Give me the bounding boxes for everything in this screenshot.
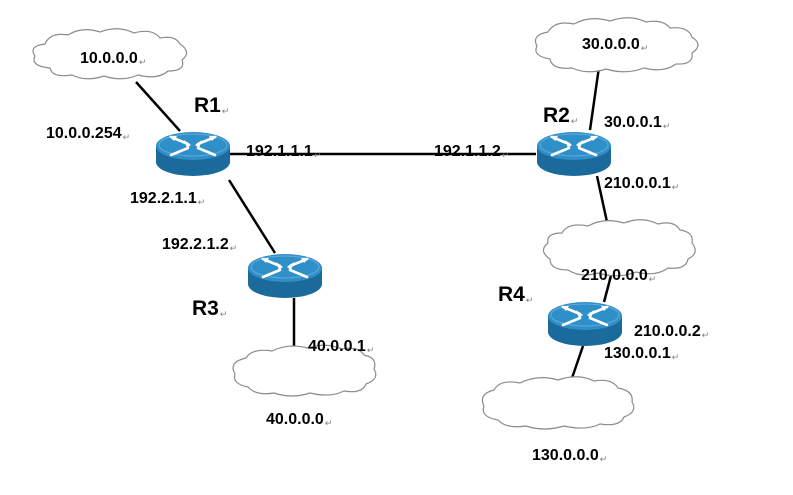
interface-r2-r1-label: 192.1.1.2↵ (434, 143, 510, 160)
interface-r4-lan-label: 130.0.0.1↵ (604, 345, 680, 362)
network-210-label: 210.0.0.0↵ (581, 267, 657, 284)
cloud-net-130 (481, 376, 635, 430)
router-r3-label: R3↵ (192, 297, 228, 320)
link-net210-r4 (602, 271, 614, 303)
interface-r2-lan-label: 30.0.0.1↵ (604, 114, 671, 131)
link-r1-r3 (227, 179, 277, 254)
router-r2-label: R2↵ (543, 104, 579, 127)
router-r1-label: R1↵ (194, 94, 230, 117)
cloud-net-30 (534, 17, 699, 73)
interface-r4-r2-label: 210.0.0.2↵ (634, 323, 710, 340)
router-r4-icon (546, 300, 624, 348)
cloud-net-210 (542, 219, 696, 277)
link-r4-net130 (570, 345, 585, 379)
router-r4-label: R4↵ (498, 283, 534, 306)
link-r2-net30 (588, 66, 601, 131)
cloud-net-10 (32, 28, 188, 80)
cloud-net-40 (232, 344, 377, 397)
interface-r1-r2-label: 192.1.1.1↵ (246, 143, 322, 160)
link-r2-net210 (595, 175, 609, 223)
interface-r3-r1-label: 192.2.1.2↵ (162, 236, 238, 253)
router-r3-icon (246, 252, 324, 300)
link-r1-net10 (135, 81, 181, 132)
interface-r2-r4-label: 210.0.0.1↵ (604, 175, 680, 192)
router-r2-icon (535, 130, 613, 178)
network-30-label: 30.0.0.0↵ (582, 36, 649, 53)
interface-r1-lan-label: 10.0.0.254↵ (46, 125, 131, 142)
interface-r3-lan-label: 40.0.0.1↵ (308, 338, 375, 355)
network-40-label: 40.0.0.0↵ (266, 411, 333, 428)
router-r1-icon (154, 130, 232, 178)
interface-r1-r3-label: 192.2.1.1↵ (130, 190, 206, 207)
network-10-label: 10.0.0.0↵ (80, 50, 147, 67)
network-130-label: 130.0.0.0↵ (532, 447, 608, 464)
